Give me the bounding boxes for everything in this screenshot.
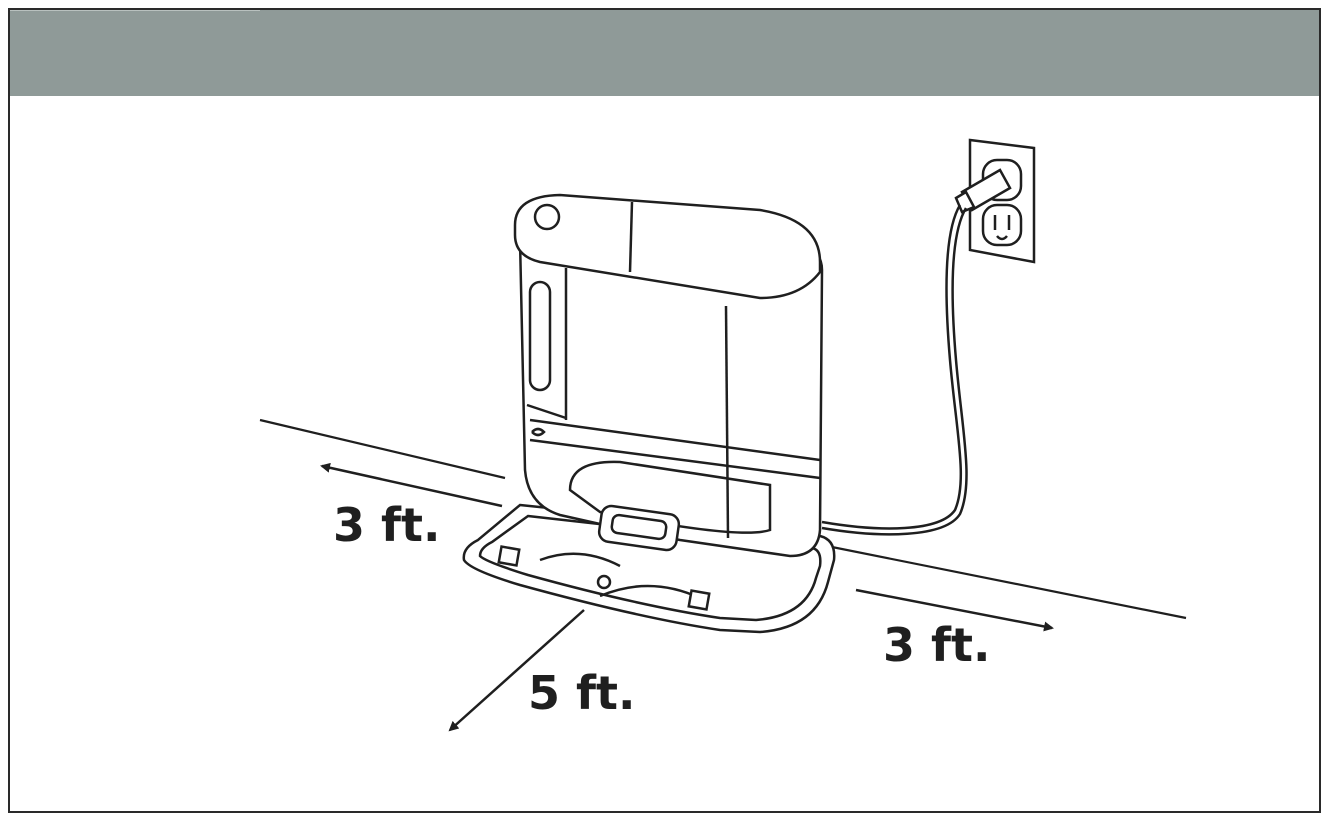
- left-arrow-icon: [320, 462, 503, 508]
- front-arrow-icon: [448, 609, 585, 732]
- left-clearance-label: 3 ft.: [333, 498, 441, 552]
- right-clearance-label: 3 ft.: [883, 618, 991, 672]
- power-cord: [821, 204, 968, 536]
- figure-frame: [8, 8, 1321, 813]
- dock-station: [513, 193, 824, 558]
- header-bar: [10, 10, 1319, 96]
- wall-baseline: [259, 418, 1187, 620]
- right-arrow-icon: [855, 588, 1054, 632]
- header-tab-edge: [10, 10, 260, 15]
- front-clearance-label: 5 ft.: [528, 666, 636, 720]
- power-plug-icon: [954, 168, 1012, 214]
